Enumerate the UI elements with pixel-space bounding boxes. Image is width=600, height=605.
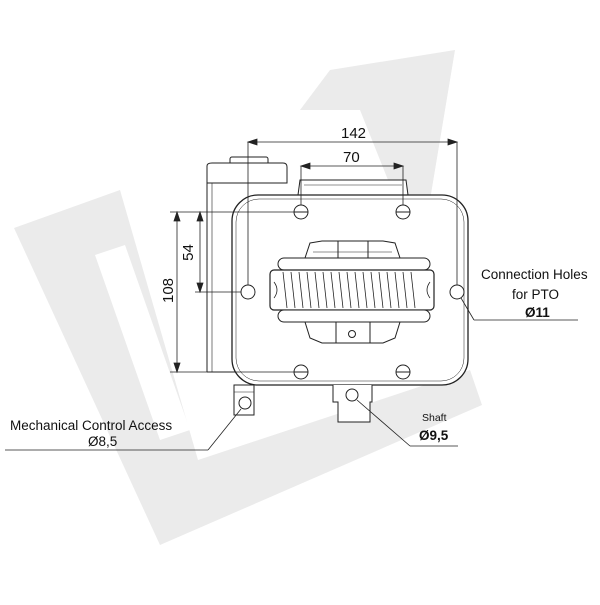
mechanical-control-diameter: Ø8,5 bbox=[88, 434, 118, 449]
connection-holes-label-line1: Connection Holes bbox=[481, 267, 588, 282]
watermark-k-shape bbox=[300, 50, 455, 210]
dimension-lines bbox=[170, 138, 459, 374]
gear-teeth bbox=[273, 271, 431, 309]
mounting-holes bbox=[293, 204, 411, 380]
shaft-label: Shaft bbox=[422, 412, 447, 424]
watermark-logo bbox=[14, 50, 482, 545]
leader-lines bbox=[5, 297, 578, 451]
dim-overall-width: 142 bbox=[341, 125, 367, 142]
dim-inner-width: 70 bbox=[343, 149, 360, 166]
mechanical-control-block bbox=[233, 384, 255, 416]
dim-hole-spacing: 54 bbox=[179, 244, 197, 261]
top-cover bbox=[290, 179, 415, 196]
dim-overall-height: 108 bbox=[160, 277, 178, 304]
shaft-diameter: Ø9,5 bbox=[419, 428, 449, 443]
connection-holes-diameter: Ø11 bbox=[525, 305, 550, 320]
shaft-housing bbox=[332, 385, 373, 423]
mechanical-control-label: Mechanical Control Access bbox=[10, 418, 173, 433]
gear-housing bbox=[269, 240, 435, 344]
watermark-inner-cut bbox=[95, 245, 190, 440]
connection-holes-label-line2: for PTO bbox=[512, 287, 560, 302]
